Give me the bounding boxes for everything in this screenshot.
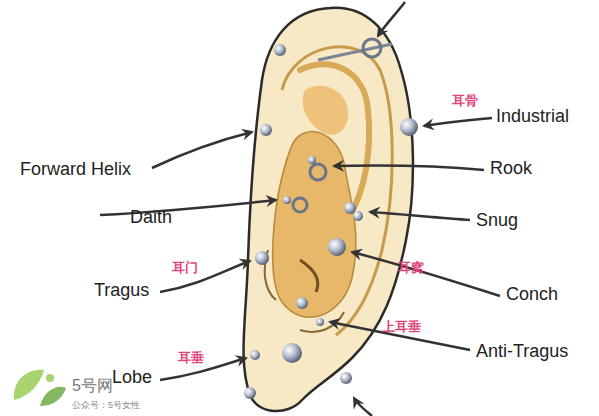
part-name: Snug — [476, 211, 518, 231]
concha — [273, 132, 356, 318]
part-name: Forward Helix — [20, 160, 131, 180]
ear-canal — [300, 260, 318, 292]
chinese-name: 耳门 — [172, 261, 198, 275]
watermark: 5号网 — [72, 377, 113, 395]
leader-arrows — [100, 2, 500, 416]
part-name: Industrial — [496, 107, 569, 127]
part-name: Lobe — [112, 368, 152, 388]
part-name: Anti-Tragus — [476, 342, 568, 362]
chinese-name: 耳骨 — [452, 94, 478, 108]
chinese-name: 耳窝 — [398, 261, 424, 275]
part-name: Daith — [130, 208, 172, 228]
watermark-logo — [14, 370, 66, 406]
chinese-name: 上耳垂 — [382, 320, 421, 334]
chinese-name: 耳垂 — [178, 351, 204, 365]
part-name: Tragus — [94, 281, 149, 301]
watermark: 公众号：5号女性 — [72, 401, 140, 411]
ear-outline — [244, 8, 413, 411]
part-name: Rook — [490, 159, 532, 179]
jewellery — [244, 39, 418, 399]
fossa — [303, 86, 348, 135]
antitragus-fold — [300, 312, 344, 332]
part-name: Conch — [506, 285, 558, 305]
